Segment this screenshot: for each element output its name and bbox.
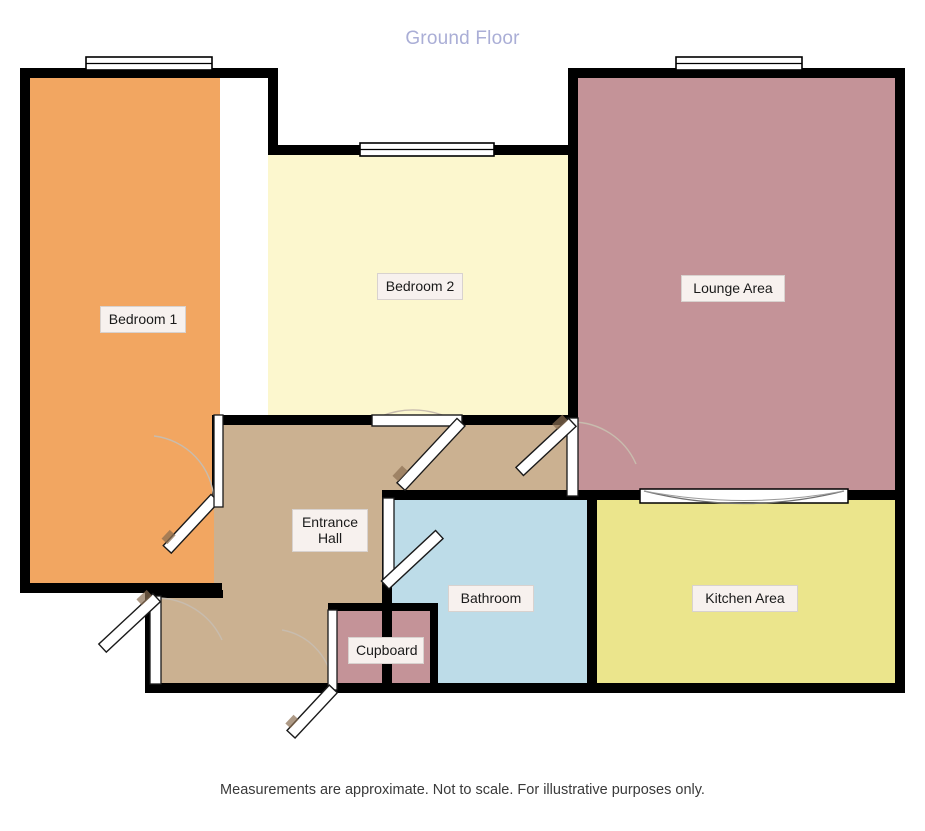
wall-hall-northwest [145,590,223,598]
wall-bedroom1-east-upper [268,68,278,155]
door-bathroom [380,497,445,591]
door-cupboard [281,609,339,740]
wall-bathroom-east [587,498,597,690]
wall-lounge-west [568,68,578,500]
room-label-bathroom: Bathroom [448,585,534,612]
page-title: Ground Floor [405,28,520,49]
door-entrance [97,589,223,685]
room-label-cupboard: Cupboard [348,637,424,664]
opening-lounge-kitchen [639,488,849,505]
room-label-lounge-area: Lounge Area [681,275,785,302]
room-label-bedroom-1: Bedroom 1 [100,306,186,333]
wall-cupboard-north [328,603,438,611]
wall-west-outer [20,68,30,593]
room-label-kitchen-area: Kitchen Area [692,585,798,612]
windows [85,56,803,157]
room-label-entrance-hall: Entrance Hall [292,509,368,552]
door-bedroom-1 [153,414,224,555]
door-lounge [514,414,637,497]
door-bedroom-2 [371,409,467,492]
disclaimer-text: Measurements are approximate. Not to sca… [220,782,705,798]
wall-bedroom1-south [20,583,222,593]
room-label-bedroom-2: Bedroom 2 [377,273,463,300]
wall-south-outer [145,683,905,693]
wall-north-right [568,68,905,78]
wall-cupboard-east [430,603,438,691]
wall-bathroom-west [382,490,392,690]
wall-east-outer [895,68,905,693]
window-bedroom-2-north [359,142,495,157]
window-bedroom-1-north [85,56,213,71]
wall-north-left [20,68,278,78]
window-lounge-north [675,56,803,71]
